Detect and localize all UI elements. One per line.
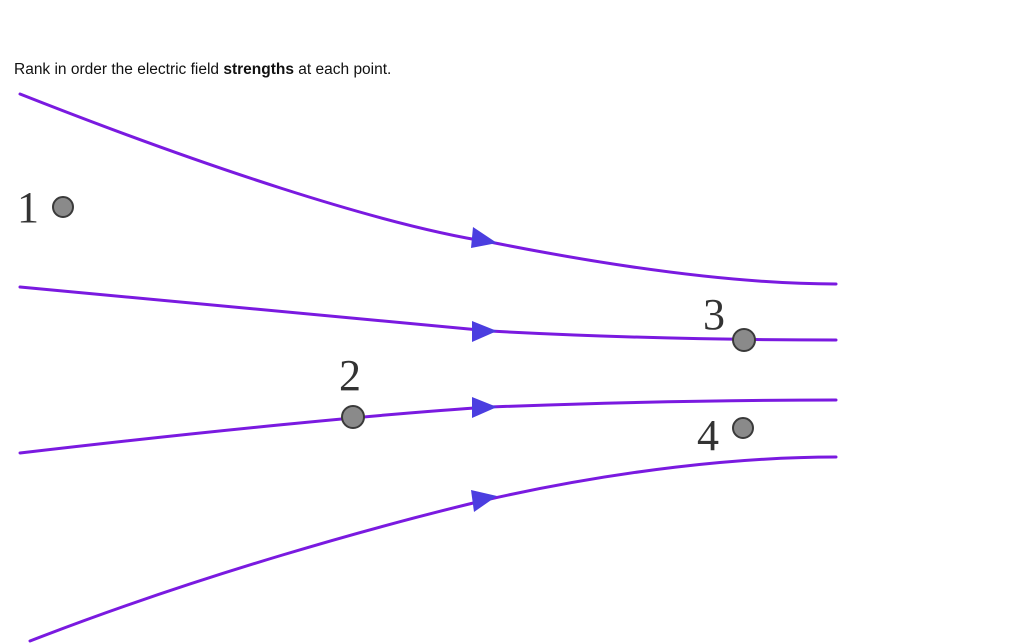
- arrowhead-4: [471, 490, 497, 512]
- point-4-label: 4: [697, 411, 719, 460]
- point-4-dot: [732, 417, 754, 439]
- field-line-4: [28, 455, 838, 643]
- point-1-label: 1: [17, 183, 39, 232]
- point-3-label: 3: [703, 290, 725, 339]
- arrowhead-3: [472, 397, 497, 418]
- point-2-label: 2: [339, 351, 361, 400]
- question-suffix: at each point.: [293, 61, 392, 78]
- point-2-dot: [341, 405, 365, 429]
- arrowhead-1: [471, 227, 497, 248]
- point-1-dot: [52, 196, 74, 218]
- arrowhead-2: [472, 321, 497, 342]
- question-emphasis: strengths: [223, 61, 294, 78]
- field-line-1: [18, 92, 838, 286]
- question-prefix: Rank in order the electric field: [14, 61, 224, 78]
- question-text: Rank in order the electric field strengt…: [14, 61, 391, 79]
- point-3-dot: [732, 328, 756, 352]
